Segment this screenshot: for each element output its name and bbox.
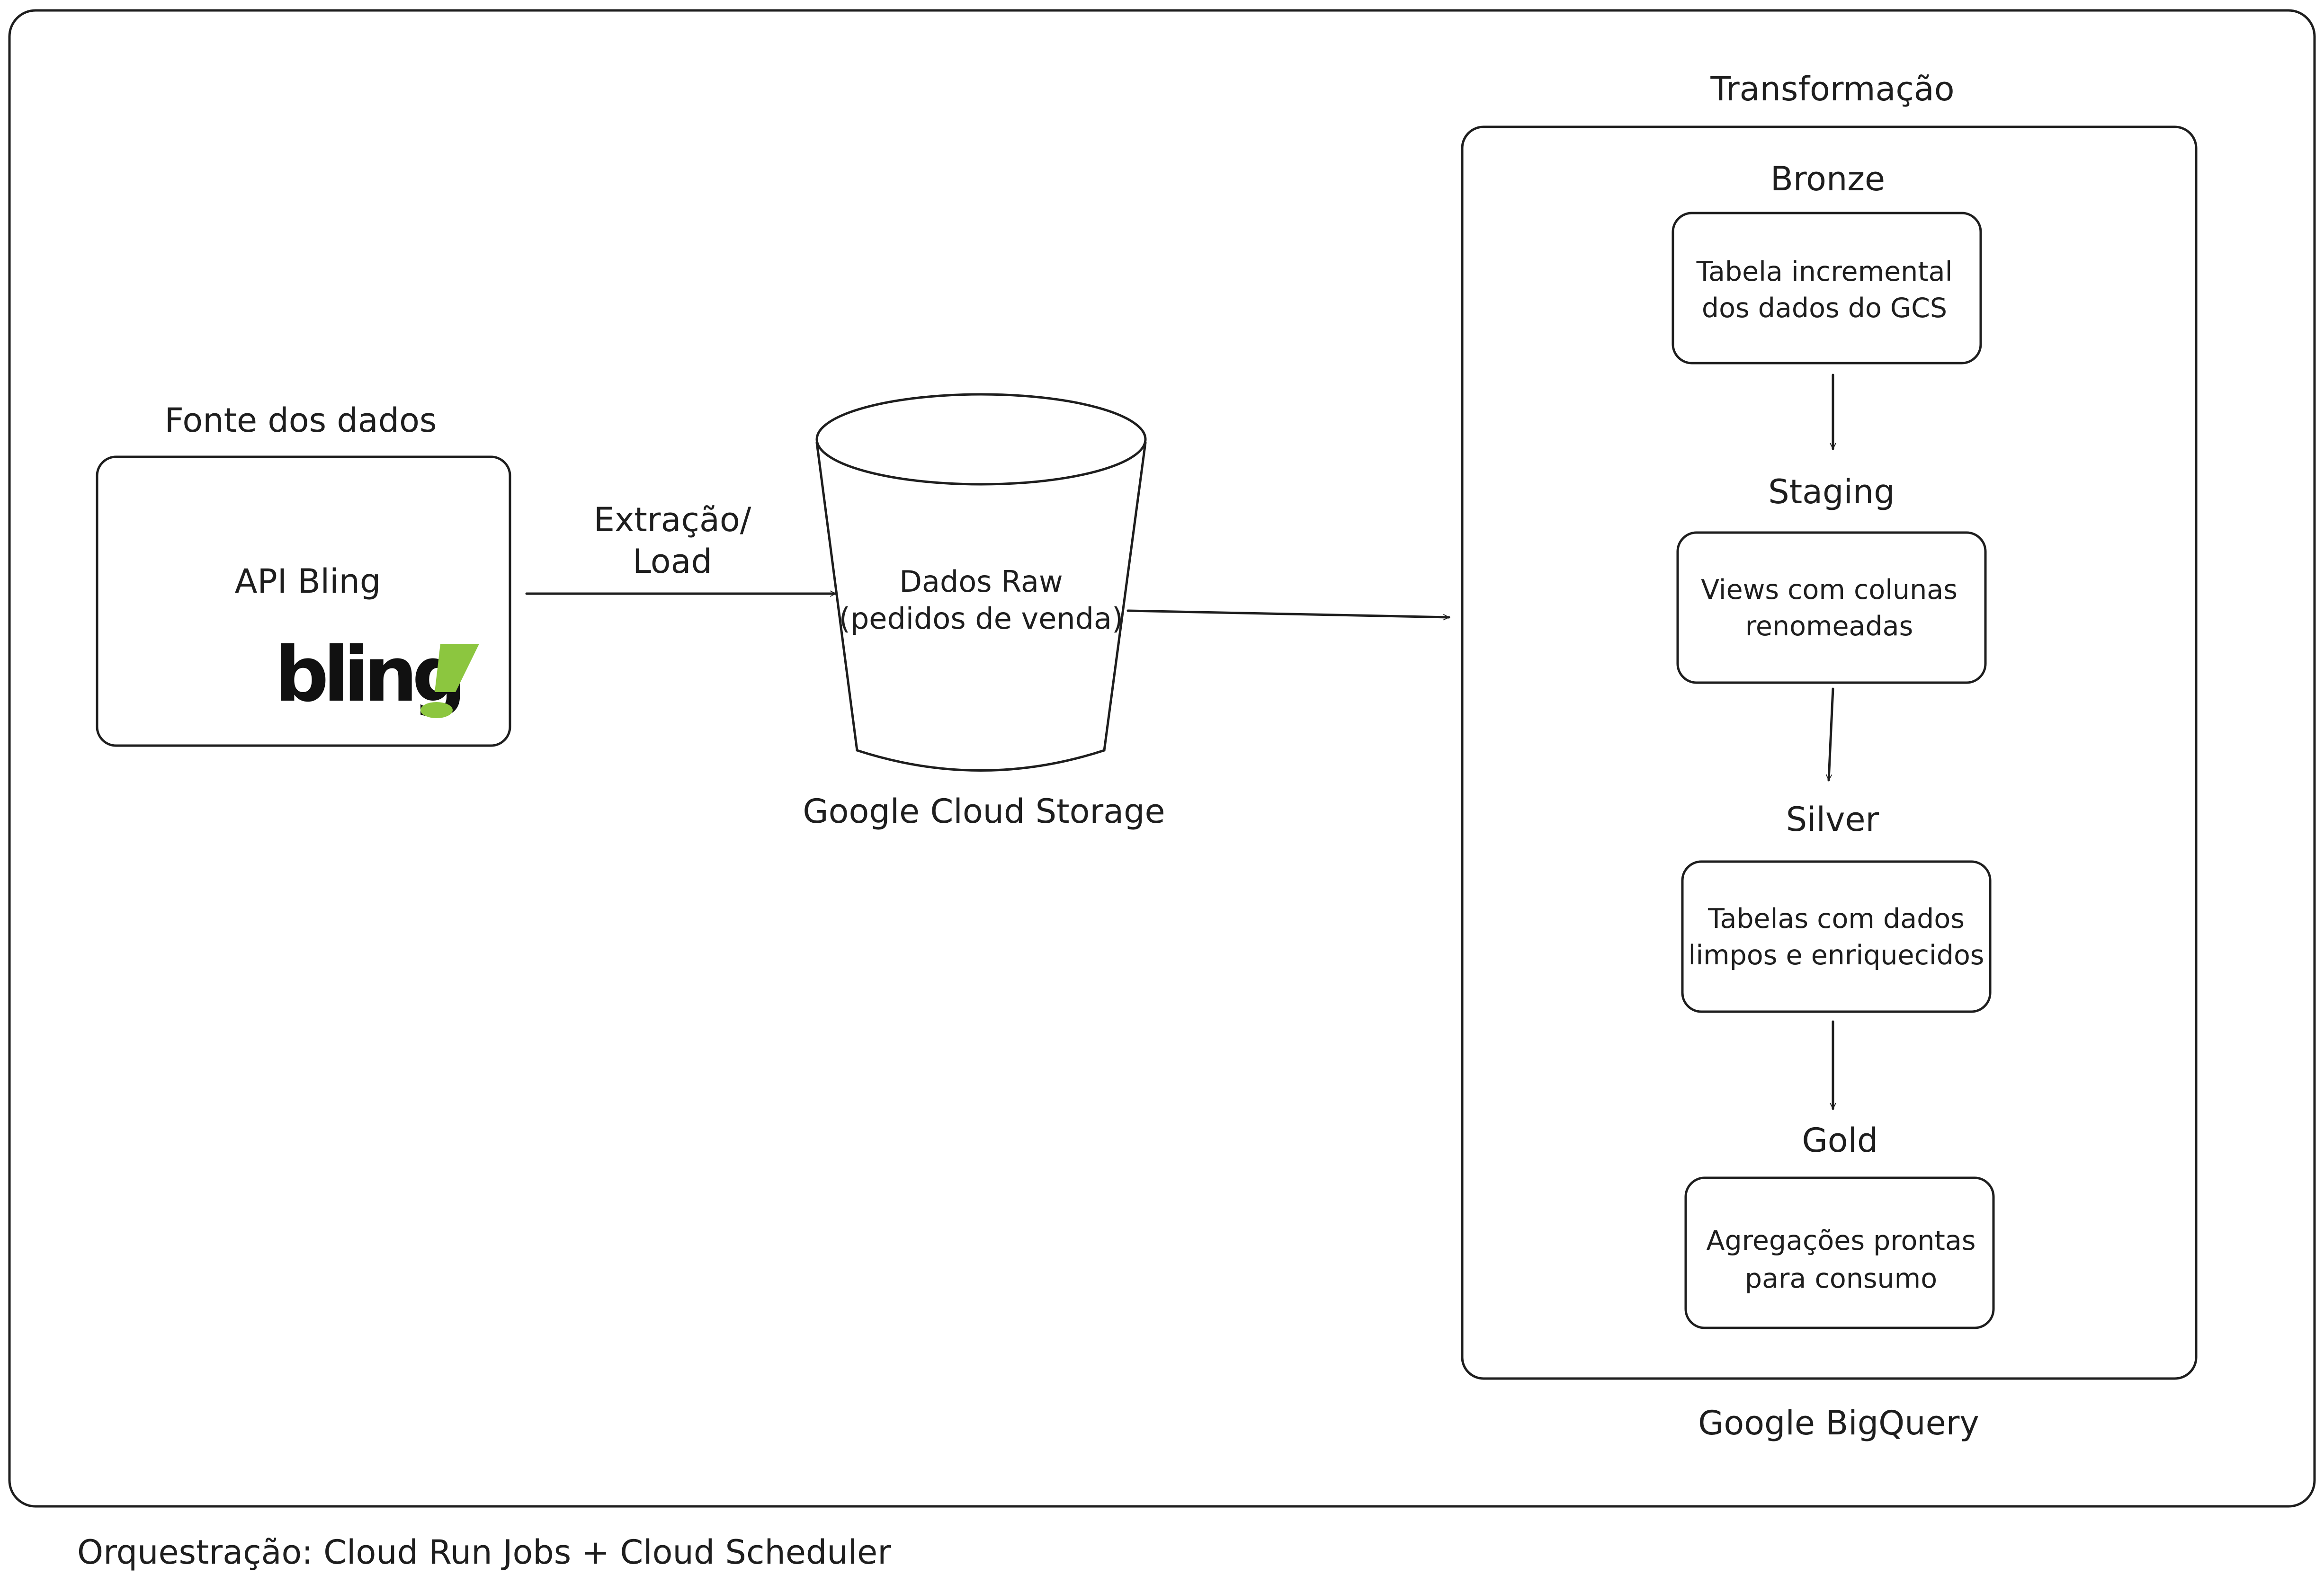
layer-name-bronze: Bronze: [1770, 160, 1885, 198]
layer-desc-gold-line1: Agregações prontas: [1707, 1225, 1976, 1256]
layer-name-gold: Gold: [1802, 1121, 1878, 1160]
arrow-staging-to-silver: [1826, 687, 1834, 782]
source-box-label: API Bling: [235, 562, 381, 601]
storage-label-line1: Dados Raw: [899, 564, 1063, 599]
layer-desc-bronze-line2: dos dados do GCS: [1702, 293, 1947, 324]
storage-cylinder-side-right: [1103, 441, 1147, 752]
transformation-container: [1461, 125, 2198, 1380]
footer-orchestration: Orquestração: Cloud Run Jobs + Cloud Sch…: [77, 1533, 891, 1572]
transformation-caption: Google BigQuery: [1698, 1404, 1979, 1442]
source-title: Fonte dos dados: [165, 401, 437, 440]
layer-desc-staging-line1: Views com colunas: [1701, 574, 1958, 605]
extract-label-line2: Load: [633, 542, 712, 581]
storage-cylinder-side-left: [815, 441, 858, 752]
outer-frame: [8, 9, 2316, 1508]
storage-cylinder-bottom: [856, 749, 1106, 772]
bling-logo: bling: [275, 630, 479, 719]
source-box: [96, 455, 511, 747]
transformation-title: Transformação: [1710, 70, 1954, 108]
layer-desc-bronze-line1: Tabela incremental: [1696, 256, 1953, 287]
layer-name-staging: Staging: [1768, 472, 1895, 511]
layer-desc-gold-line2: para consumo: [1745, 1263, 1937, 1294]
storage-caption: Google Cloud Storage: [803, 792, 1165, 831]
layer-name-silver: Silver: [1786, 800, 1879, 839]
layer-desc-silver-line2: limpos e enriquecidos: [1688, 940, 1984, 971]
layer-box-gold: [1684, 1176, 1995, 1329]
bling-logo-dot-icon: [420, 702, 453, 718]
layer-box-bronze: [1671, 212, 1982, 365]
layer-desc-staging-line2: renomeadas: [1745, 611, 1913, 642]
extract-label-line1: Extração/: [594, 500, 751, 539]
layer-box-staging: [1676, 531, 1987, 684]
storage-cylinder-top: [815, 393, 1147, 486]
layer-box-silver: [1681, 860, 1992, 1013]
storage-cylinder: [815, 393, 1147, 772]
layer-desc-silver-line1: Tabelas com dados: [1707, 903, 1965, 934]
storage-label-line2: (pedidos de venda): [839, 601, 1123, 636]
bling-logo-exclamation-icon: [435, 644, 479, 692]
load-arrow: [1126, 609, 1450, 621]
